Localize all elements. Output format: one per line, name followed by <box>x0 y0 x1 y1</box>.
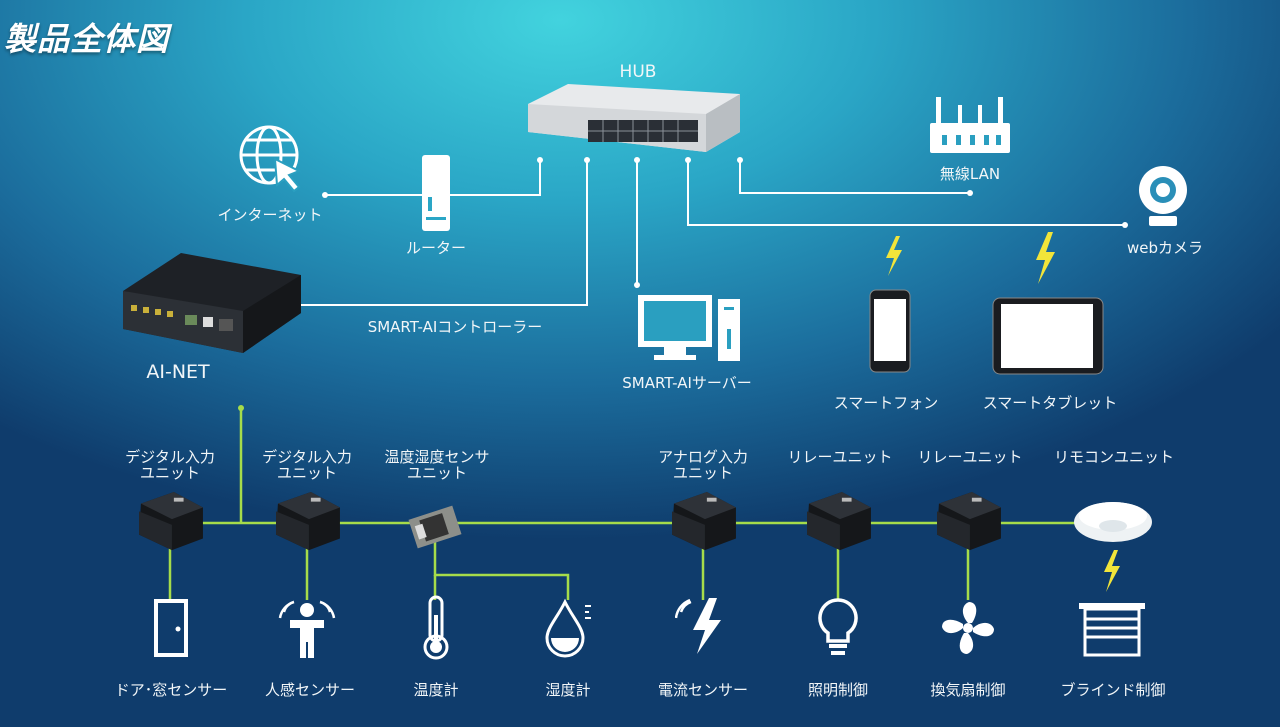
webcam-icon <box>1139 166 1187 226</box>
router-label: ルーター <box>405 239 467 257</box>
unit-label: 温度湿度センサユニット <box>384 448 490 482</box>
relay-unit <box>807 491 871 551</box>
unit-label: リレーユニット <box>787 448 893 466</box>
ai-net-label: AI-NET <box>146 361 210 383</box>
thermometer-icon <box>423 595 449 660</box>
tablet-icon <box>992 297 1104 375</box>
controller-label: SMART-AIコントローラー <box>367 318 543 336</box>
network-wires <box>300 160 1125 306</box>
remote-control-unit <box>1074 502 1152 542</box>
motion-person-icon <box>278 600 336 658</box>
device-label: 温度計 <box>413 681 459 699</box>
humidity-drop-icon <box>545 598 591 658</box>
device-label: 電流センサー <box>657 681 749 699</box>
page-title: 製品全体図 <box>4 20 170 58</box>
globe-icon <box>239 125 302 193</box>
server-label: SMART-AIサーバー <box>622 374 752 392</box>
smartphone-icon <box>869 289 911 373</box>
device-label: 人感センサー <box>264 681 356 699</box>
wireless-router-icon <box>930 97 1010 153</box>
device-label: ブラインド制御 <box>1060 681 1166 699</box>
analog-input-unit <box>672 491 736 551</box>
device-label: 湿度計 <box>545 681 591 699</box>
light-bulb-icon <box>818 598 858 655</box>
device-label: 照明制御 <box>807 681 869 699</box>
device-label: ドア･窓センサー <box>114 681 228 699</box>
door-icon <box>154 599 188 657</box>
internet-label: インターネット <box>217 206 323 224</box>
smartphone-label: スマートフォン <box>833 394 939 412</box>
webcam-label: webカメラ <box>1126 239 1204 257</box>
digital-input-unit <box>276 491 340 551</box>
unit-label: デジタル入力ユニット <box>262 448 352 482</box>
temp-humidity-sensor-unit <box>408 505 462 549</box>
wireless-bolts <box>886 232 1120 592</box>
unit-label: リレーユニット <box>917 448 1023 466</box>
server-monitor-icon <box>638 295 740 361</box>
router-icon <box>422 155 450 231</box>
relay-unit <box>937 491 1001 551</box>
unit-label: アナログ入力ユニット <box>658 448 748 482</box>
tablet-label: スマートタブレット <box>982 394 1118 412</box>
current-sensor-icon <box>675 598 721 654</box>
ai-net-device <box>123 253 301 353</box>
fan-icon <box>942 602 994 654</box>
blind-icon <box>1079 603 1145 657</box>
digital-input-unit <box>139 491 203 551</box>
hub-label: HUB <box>619 62 657 82</box>
hub-device <box>528 84 740 152</box>
wireless-lan-label: 無線LAN <box>939 165 1001 183</box>
unit-label: リモコンユニット <box>1053 448 1175 466</box>
device-label: 換気扇制御 <box>930 681 1006 699</box>
unit-label: デジタル入力ユニット <box>125 448 215 482</box>
